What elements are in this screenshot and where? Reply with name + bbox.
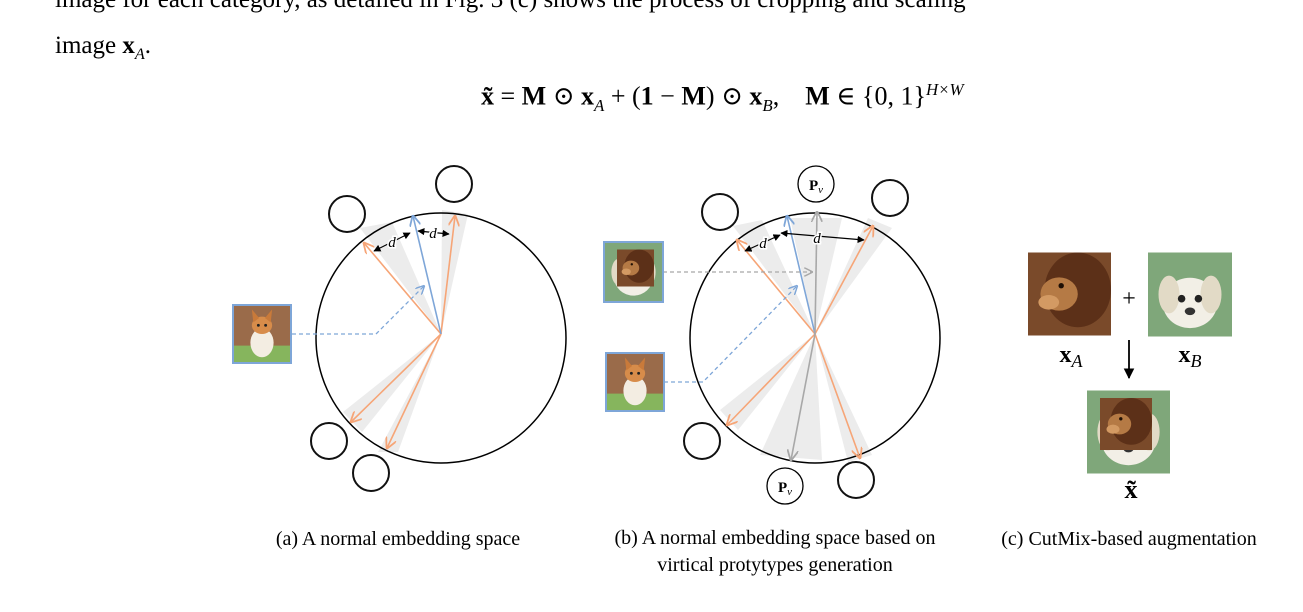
plus-sign: + xyxy=(1122,286,1136,312)
white-puppy-icon xyxy=(701,193,739,231)
cone-bird-b xyxy=(815,334,872,462)
cone-proto-bottom xyxy=(760,334,822,460)
period: . xyxy=(144,32,152,59)
caption-a: (a) A normal embedding space xyxy=(275,528,521,550)
distance-d1 xyxy=(373,232,411,252)
puppy-image-xb xyxy=(1148,252,1232,337)
bird-icon xyxy=(837,461,875,499)
lion-puppy-cutmix-icon xyxy=(603,241,664,303)
panel-a: d d xyxy=(232,165,567,492)
vector-lion-a xyxy=(440,216,455,335)
prototype-bottom: Pv xyxy=(766,467,804,505)
vector-puppy-b xyxy=(737,240,816,335)
cone-lion-b xyxy=(815,218,892,334)
cutmix-result-image xyxy=(1087,390,1170,474)
embedding-sphere-a xyxy=(315,212,567,464)
eq-x-tilde: x̃ xyxy=(481,81,494,111)
x-var: x xyxy=(122,32,135,59)
eq-minus: − xyxy=(653,81,682,111)
panda-icon xyxy=(310,422,348,460)
prototype-top-label: Pv xyxy=(809,178,823,196)
panel-b: d d Pv Pv xyxy=(603,165,941,505)
eq-M3: M xyxy=(805,81,830,111)
eq-x2: x xyxy=(749,81,763,111)
white-puppy-icon xyxy=(328,195,366,233)
vector-proto-bottom xyxy=(791,333,816,460)
caption-b-line2: virtical protytypes generation xyxy=(657,554,893,576)
caption-b: (b) A normal embedding space based on vi… xyxy=(590,525,960,579)
eq-sup-hw: H×W xyxy=(925,80,964,99)
label-d3: d xyxy=(759,236,767,252)
eq-plus: + ( xyxy=(604,81,641,111)
label-xa: xA xyxy=(1060,342,1084,371)
panel-c: + xA xB x̃ xyxy=(1028,252,1232,504)
eq-comma: , xyxy=(772,81,780,111)
vector-puppy-a xyxy=(364,243,442,335)
cutmix-equation: x̃ = M ⊙ xA + (1 − M) ⊙ xB, M ∈ {0, 1}H×… xyxy=(481,80,964,116)
caption-b-line1: (b) A normal embedding space based on xyxy=(614,527,936,549)
vector-bird-b xyxy=(814,333,860,458)
label-x-tilde: x̃ xyxy=(1125,475,1138,504)
corgi-icon xyxy=(232,304,292,364)
eq-x: x xyxy=(581,81,595,111)
eq-M2: M xyxy=(681,81,706,111)
vector-lion-b xyxy=(814,226,873,335)
distance-d2 xyxy=(417,228,450,237)
lion-icon xyxy=(435,165,473,203)
eq-odot: ⊙ xyxy=(546,81,582,111)
eq-member: ∈ {0, 1} xyxy=(829,81,926,111)
label-d4: d xyxy=(813,231,821,247)
panda-icon xyxy=(683,422,721,460)
caption-c: (c) CutMix-based augmentation xyxy=(1001,528,1257,550)
label-d1: d xyxy=(388,235,396,251)
lion-image-xa xyxy=(1028,252,1111,336)
prototype-bottom-label: Pv xyxy=(778,480,792,498)
eq-one: 1 xyxy=(640,81,654,111)
lion-icon xyxy=(871,179,909,217)
cone-bird xyxy=(378,334,441,452)
cone-lion xyxy=(441,210,468,334)
prototype-top: Pv xyxy=(797,165,835,203)
distance-d4 xyxy=(780,229,865,244)
vector-bird-a xyxy=(387,333,442,448)
eq-M: M xyxy=(521,81,547,111)
eq-sub-a: A xyxy=(594,95,605,115)
paragraph-image-line: image xA. xyxy=(55,32,151,64)
eq-close: ) xyxy=(705,81,715,111)
eq-odot2: ⊙ xyxy=(714,81,750,111)
x-sub: A xyxy=(134,45,145,63)
projection-corgi-a xyxy=(292,286,424,335)
label-xb: xB xyxy=(1179,342,1202,371)
vector-panda-a xyxy=(351,333,442,422)
projection-corgi-b xyxy=(664,286,797,383)
corgi-icon xyxy=(605,352,665,412)
distance-d3 xyxy=(744,234,781,252)
line-text: image xyxy=(55,32,123,59)
label-d2: d xyxy=(429,226,437,242)
bird-icon xyxy=(352,454,390,492)
vector-panda-b xyxy=(727,333,816,425)
eq-sub-b: B xyxy=(762,95,773,115)
eq-equals: = xyxy=(494,81,522,111)
paragraph-top-line: image for each category, as detailed in … xyxy=(55,0,966,14)
